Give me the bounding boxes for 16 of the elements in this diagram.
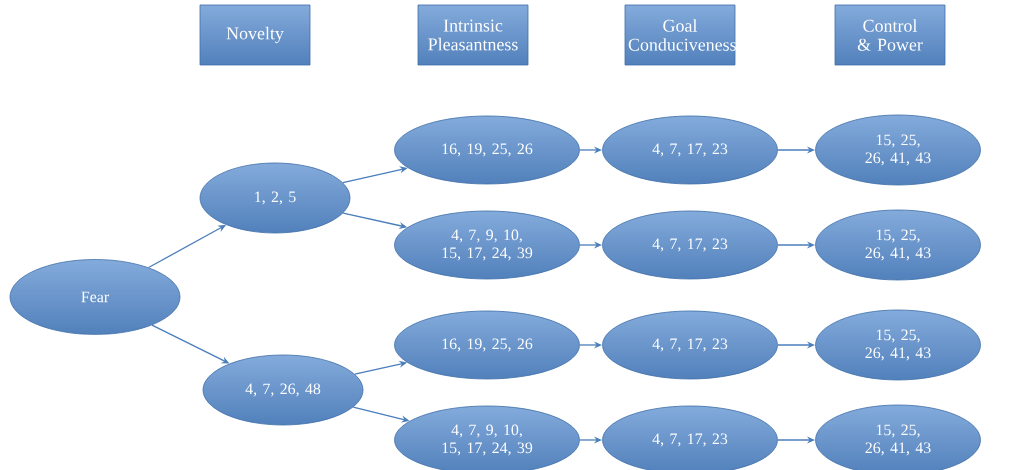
header-box: Control & Power: [834, 4, 946, 66]
ellipse-node: 15, 25, 26, 41, 43: [815, 309, 981, 381]
header-box: Goal Conduciveness: [624, 4, 736, 66]
ellipse-node: 4, 7, 17, 23: [602, 115, 778, 185]
header-box: Novelty: [199, 4, 311, 66]
ellipse-node: Fear: [9, 259, 181, 335]
ellipse-node: 1, 2, 5: [199, 162, 351, 234]
ellipse-node: 4, 7, 9, 10, 15, 17, 24, 39: [394, 210, 580, 280]
ellipse-node: 4, 7, 17, 23: [602, 310, 778, 380]
ellipse-node: 15, 25, 26, 41, 43: [815, 209, 981, 281]
header-box: Intrinsic Pleasantness: [417, 4, 529, 66]
ellipse-node: 4, 7, 26, 48: [202, 354, 364, 426]
ellipse-node: 4, 7, 17, 23: [602, 210, 778, 280]
ellipse-node: 16, 19, 25, 26: [394, 310, 580, 380]
ellipse-node: 15, 25, 26, 41, 43: [815, 114, 981, 186]
ellipse-node: 16, 19, 25, 26: [394, 115, 580, 185]
